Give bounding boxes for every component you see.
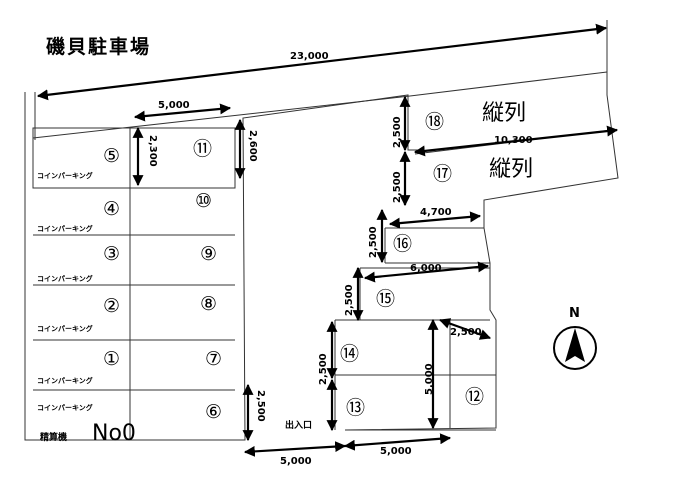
coin-parking-3: コインパーキング	[37, 274, 93, 283]
dim-lot15-depth: 2,500	[344, 284, 355, 316]
machine-label: 精算機	[40, 431, 67, 443]
left-lots	[32, 127, 236, 440]
north-label: N	[569, 306, 580, 321]
dim-lot17-depth: 2,500	[392, 171, 403, 203]
space-4: ④	[103, 198, 120, 220]
space-8: ⑧	[200, 293, 217, 315]
coin-parking-0: コインパーキング	[37, 403, 93, 412]
dim-lot12-width: 2,500	[450, 327, 482, 338]
entrance-label: 出入口	[285, 419, 312, 431]
space-1: ①	[103, 348, 120, 370]
space-15: ⑮	[376, 288, 395, 310]
dim-aisle: 2,600	[247, 130, 258, 162]
space-14: ⑭	[340, 343, 359, 365]
dim-bottom-left: 5,000	[280, 456, 312, 467]
dim-entrance: 2,500	[255, 390, 266, 422]
dim-bottom-right: 5,000	[380, 446, 412, 457]
dim-total-width: 23,000	[290, 51, 329, 62]
dim-lot-width: 5,000	[158, 100, 190, 111]
coin-parking-4: コインパーキング	[37, 224, 93, 233]
dim-lot18-depth: 2,500	[392, 116, 403, 148]
tate-18: 縦列	[482, 101, 526, 126]
space-5: ⑤	[103, 145, 120, 167]
coin-parking-5: コインパーキング	[37, 171, 93, 180]
dim-lot14-depth: 2,500	[318, 353, 329, 385]
space-2: ②	[103, 295, 120, 317]
space-12: ⑫	[465, 386, 484, 408]
coin-parking-2: コインパーキング	[37, 324, 93, 333]
space-18: ⑱	[425, 111, 444, 133]
dim-lot12-depth: 5,000	[424, 363, 435, 395]
dim-lot16-depth: 2,500	[368, 226, 379, 258]
space-9: ⑨	[200, 243, 217, 265]
dimension-arrows	[36, 23, 619, 457]
coin-parking-1: コインパーキング	[37, 376, 93, 385]
tate-17: 縦列	[489, 157, 533, 182]
space-3: ③	[103, 243, 120, 265]
dim-lot16-width: 4,700	[420, 207, 452, 218]
space-11: ⑪	[193, 138, 212, 160]
dim-lot-depth: 2,300	[147, 135, 158, 167]
space-13: ⑬	[346, 397, 365, 419]
dim-right-width: 10,300	[494, 135, 533, 146]
space-16: ⑯	[393, 233, 412, 255]
north-compass-icon: N	[553, 306, 597, 370]
machine-number: No0	[92, 421, 136, 446]
space-7: ⑦	[205, 348, 222, 370]
space-10: ⑩	[195, 190, 212, 212]
space-17: ⑰	[433, 163, 452, 185]
space-6: ⑥	[205, 401, 222, 423]
dim-lot15-width: 6,000	[410, 263, 442, 274]
